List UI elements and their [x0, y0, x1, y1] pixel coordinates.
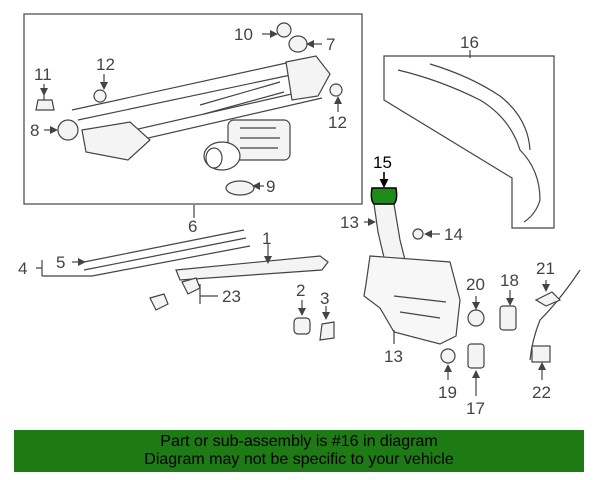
callout-16: 15 [373, 153, 392, 172]
callout-12-right: 12 [328, 113, 347, 132]
callout-4: 4 [18, 259, 27, 278]
clip-15 [412, 228, 424, 240]
wiper-linkage-group [23, 13, 363, 205]
banner-line-2: Diagram may not be specific to your vehi… [144, 451, 454, 468]
callout-3: 3 [320, 289, 329, 308]
part-16-highlight [370, 187, 398, 205]
nozzle-right [181, 277, 201, 295]
pivot-left [81, 121, 151, 161]
callout-17: 16 [460, 33, 479, 52]
wiper-blades-group [83, 229, 335, 341]
hose-assembly-group [383, 55, 555, 229]
callout-20: 19 [438, 383, 457, 402]
callout-7: 7 [326, 35, 335, 54]
grommet-21 [467, 309, 485, 327]
callout-9: 9 [266, 177, 275, 196]
callout-labels: 10 7 11 12 8 12 9 6 16 15 13 14 1 5 4 23… [18, 25, 555, 418]
leader-lines [36, 30, 550, 396]
sensor-22 [534, 291, 562, 307]
callout-14: 13 [340, 213, 359, 232]
callout-22: 21 [536, 259, 555, 278]
callout-23: 22 [532, 383, 551, 402]
hose-line-2 [429, 63, 531, 151]
washer-cap-icon [370, 187, 398, 205]
reservoir-group [363, 203, 581, 369]
linkage-rod-right [199, 81, 285, 115]
wiper-motor [203, 119, 291, 171]
nut-right [329, 83, 343, 97]
hose-line [397, 69, 541, 223]
bushing-7 [288, 35, 308, 53]
pump-18 [467, 343, 485, 369]
callout-13: 13 [384, 347, 403, 366]
callout-8: 8 [30, 121, 39, 140]
washer-reservoir [363, 255, 461, 345]
bolt-left [35, 92, 55, 111]
linkage-frame [23, 13, 363, 205]
callout-2: 2 [296, 281, 305, 300]
callout-18: 17 [466, 399, 485, 418]
nut-upper [93, 89, 107, 103]
callout-21: 20 [466, 275, 485, 294]
callout-5: 5 [56, 253, 65, 272]
reservoir-detail [393, 295, 447, 319]
grommet-20 [440, 348, 456, 364]
callout-15: 14 [444, 225, 463, 244]
wiper-blade [83, 229, 251, 277]
wiper-arm [175, 255, 329, 281]
pump-19 [499, 305, 517, 331]
banner-line-1: Part or sub-assembly is #16 in diagram [160, 433, 438, 450]
cap-10 [276, 22, 292, 38]
callout-19: 18 [500, 271, 519, 290]
hose-frame [383, 55, 555, 229]
linkage-rod-upper [71, 59, 306, 121]
nozzle-left [149, 293, 169, 311]
callout-11: 11 [34, 65, 52, 84]
callout-1: 1 [262, 229, 271, 248]
pivot-right [285, 55, 331, 101]
callout-10: 10 [234, 25, 253, 44]
callout-12-upper: 12 [96, 55, 115, 74]
callout-24: 23 [222, 287, 241, 306]
connector-23 [531, 345, 551, 363]
cap-3 [319, 321, 335, 341]
cap-2 [293, 317, 311, 335]
grommet [225, 180, 255, 196]
callout-6: 6 [188, 217, 197, 236]
info-banner: Part or sub-assembly is #16 in diagram D… [14, 430, 584, 472]
bushing [57, 119, 79, 141]
